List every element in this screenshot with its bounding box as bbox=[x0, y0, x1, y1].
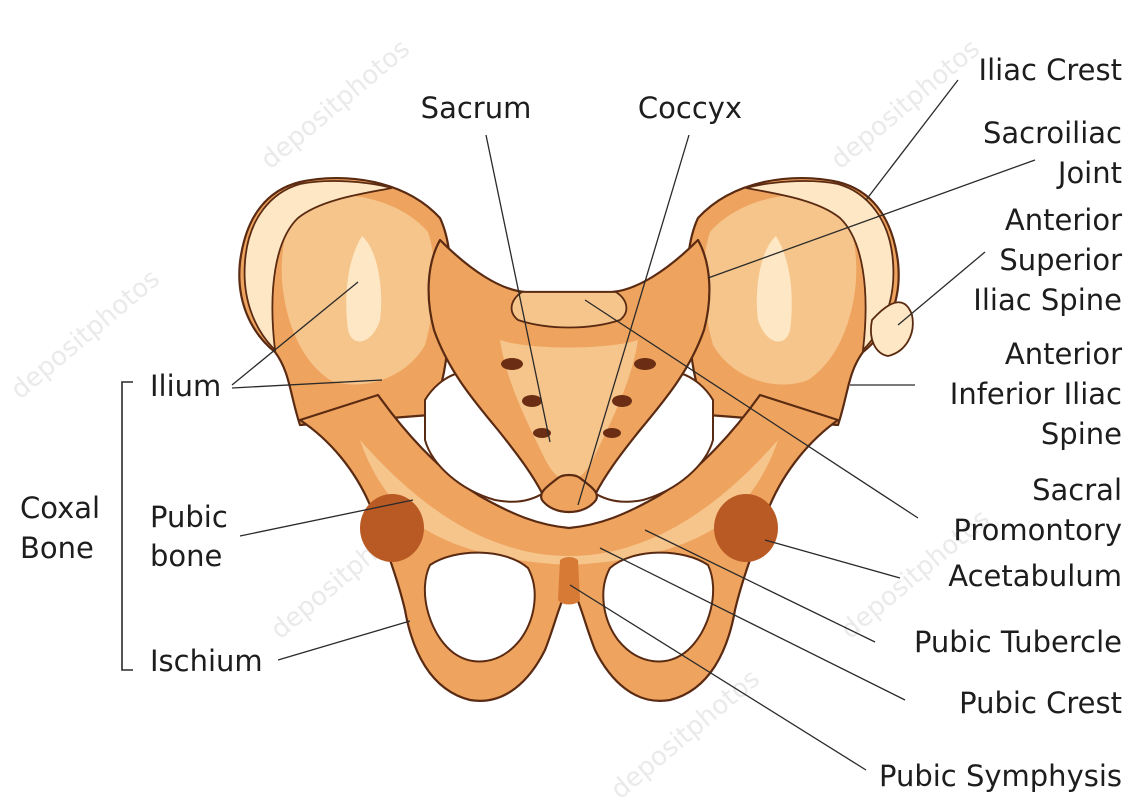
right-iliac-crest-rim bbox=[745, 180, 895, 353]
watermark-text: depositphotos bbox=[825, 34, 986, 176]
label-acetabulum: Acetabulum bbox=[948, 559, 1122, 593]
label-pubic-bone-line2: bone bbox=[150, 539, 222, 573]
leader-coccyx bbox=[577, 134, 690, 506]
sacrum-face bbox=[500, 340, 638, 482]
label-pubic-symphysis: Pubic Symphysis bbox=[879, 759, 1122, 793]
label-asis-line1: Anterior bbox=[1005, 203, 1122, 237]
pelvis-illustration bbox=[238, 177, 914, 702]
right-ilium-highlight bbox=[756, 236, 792, 342]
labels: Sacrum Coccyx Iliac Crest Sacroiliac Joi… bbox=[20, 53, 1122, 793]
leader-pubic-bone bbox=[239, 499, 414, 537]
leader-ilium-1 bbox=[231, 281, 359, 386]
leader-lines bbox=[121, 79, 1036, 771]
pubic-symphysis-shape bbox=[558, 557, 580, 605]
label-aiis-line3: Spine bbox=[1041, 417, 1122, 451]
leader-sacrum bbox=[485, 134, 551, 443]
left-obturator-foramen bbox=[423, 551, 536, 663]
coccyx-shape bbox=[540, 473, 598, 514]
sacral-foramen bbox=[603, 428, 621, 438]
sacral-foramen bbox=[501, 358, 523, 370]
sacral-foramen bbox=[634, 358, 656, 370]
leader-acetabulum bbox=[764, 539, 901, 579]
label-coxal-bone-line1: Coxal bbox=[20, 491, 100, 525]
right-asis bbox=[870, 301, 914, 357]
sacral-promontory-top bbox=[510, 291, 628, 329]
sacral-foramen bbox=[533, 428, 551, 438]
leader-sacral-promontory bbox=[584, 299, 919, 519]
watermark-text: depositphotos bbox=[255, 34, 416, 176]
label-ischium: Ischium bbox=[150, 644, 263, 678]
label-pubic-crest: Pubic Crest bbox=[959, 686, 1122, 720]
leader-ilium-2 bbox=[231, 379, 383, 389]
label-asis-line2: Superior bbox=[999, 243, 1122, 277]
label-pubic-tubercle: Pubic Tubercle bbox=[914, 625, 1122, 659]
label-sacroiliac-joint-line2: Joint bbox=[1056, 156, 1122, 190]
watermark-text: depositphotos bbox=[5, 264, 166, 406]
sacral-foramen bbox=[612, 395, 632, 407]
right-obturator-foramen bbox=[602, 551, 715, 663]
label-aiis-line2: Inferior Iliac bbox=[950, 377, 1122, 411]
left-iliac-crest-rim bbox=[243, 180, 393, 353]
pelvic-brim bbox=[360, 440, 778, 565]
leader-pubic-symphysis bbox=[569, 584, 867, 771]
label-sacral-promontory-line2: Promontory bbox=[953, 513, 1122, 547]
label-sacroiliac-joint-line1: Sacroiliac bbox=[983, 116, 1122, 150]
label-iliac-crest: Iliac Crest bbox=[979, 53, 1122, 87]
leader-ischium bbox=[277, 620, 411, 661]
leader-sacroiliac-joint bbox=[707, 159, 1036, 279]
label-aiis-line1: Anterior bbox=[1005, 337, 1122, 371]
sacral-foramen bbox=[522, 395, 542, 407]
label-sacrum: Sacrum bbox=[421, 91, 532, 125]
leader-pubic-crest bbox=[599, 547, 906, 701]
leader-asis bbox=[897, 251, 986, 326]
right-acetabulum bbox=[714, 494, 778, 562]
label-coxal-bone-line2: Bone bbox=[20, 531, 94, 565]
leader-pubic-tubercle bbox=[644, 529, 876, 643]
label-sacral-promontory-line1: Sacral bbox=[1032, 473, 1122, 507]
left-acetabulum bbox=[360, 494, 424, 562]
coxal-bracket bbox=[121, 381, 133, 671]
label-coccyx: Coccyx bbox=[638, 91, 742, 125]
leader-iliac-crest bbox=[865, 79, 959, 201]
label-pubic-bone-line1: Pubic bbox=[150, 500, 228, 534]
label-ilium: Ilium bbox=[150, 369, 221, 403]
label-asis-line3: Iliac Spine bbox=[973, 283, 1122, 317]
left-ilium-highlight bbox=[346, 236, 382, 342]
